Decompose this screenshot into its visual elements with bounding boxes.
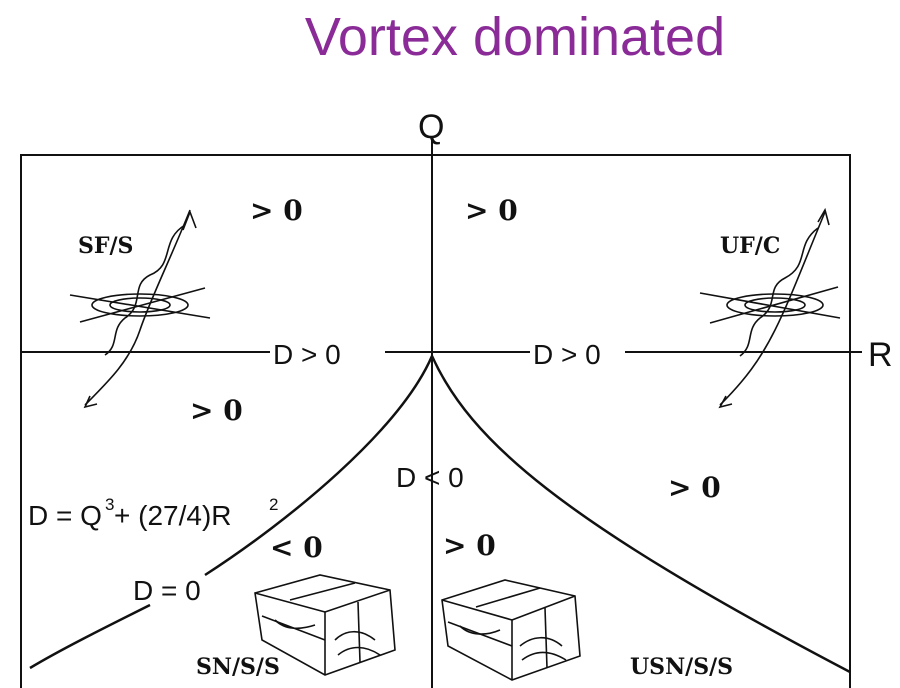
plot-frame	[20, 154, 851, 688]
topology-label-usn-s-s: USN/S/S	[630, 654, 733, 680]
region-label-upper-left: > 0	[250, 194, 303, 227]
topology-label-sf-s: SF/S	[78, 233, 133, 259]
topology-label-sn-s-s: SN/S/S	[196, 654, 280, 680]
d-positive-label-right: D > 0	[533, 339, 601, 370]
d-positive-label-left: D > 0	[273, 339, 341, 370]
d-zero-label: D = 0	[133, 575, 201, 606]
stable-focus-sketch-icon	[69, 209, 211, 409]
region-label-lower-center: > 0	[443, 529, 496, 562]
formula-exponent-1: 3	[105, 495, 114, 514]
r-axis-label: R	[868, 336, 893, 374]
node-saddle-box-left-icon	[254, 574, 396, 676]
unstable-focus-sketch-icon	[699, 207, 841, 409]
d-negative-label: D < 0	[396, 462, 464, 493]
region-label-mid-left: > 0	[190, 394, 243, 427]
region-label-upper-right: > 0	[465, 194, 518, 227]
discriminant-curve-left-lower	[29, 603, 151, 670]
diagram-title: Vortex dominated	[304, 7, 726, 67]
node-saddle-box-right-icon	[441, 579, 581, 681]
region-label-lower-left: < 0	[270, 531, 323, 564]
topology-label-uf-c: UF/C	[720, 233, 780, 259]
formula-part-2: + (27/4)R	[114, 500, 232, 531]
formula-part-1: D = Q	[28, 500, 102, 531]
formula-exponent-2: 2	[269, 495, 278, 514]
q-axis-label: Q	[418, 108, 444, 146]
discriminant-curve-right	[430, 355, 851, 674]
region-label-lower-right: > 0	[668, 471, 721, 504]
discriminant-curve-left-upper	[204, 355, 434, 577]
discriminant-formula: D = Q 3 + (27/4)R 2	[28, 495, 278, 531]
